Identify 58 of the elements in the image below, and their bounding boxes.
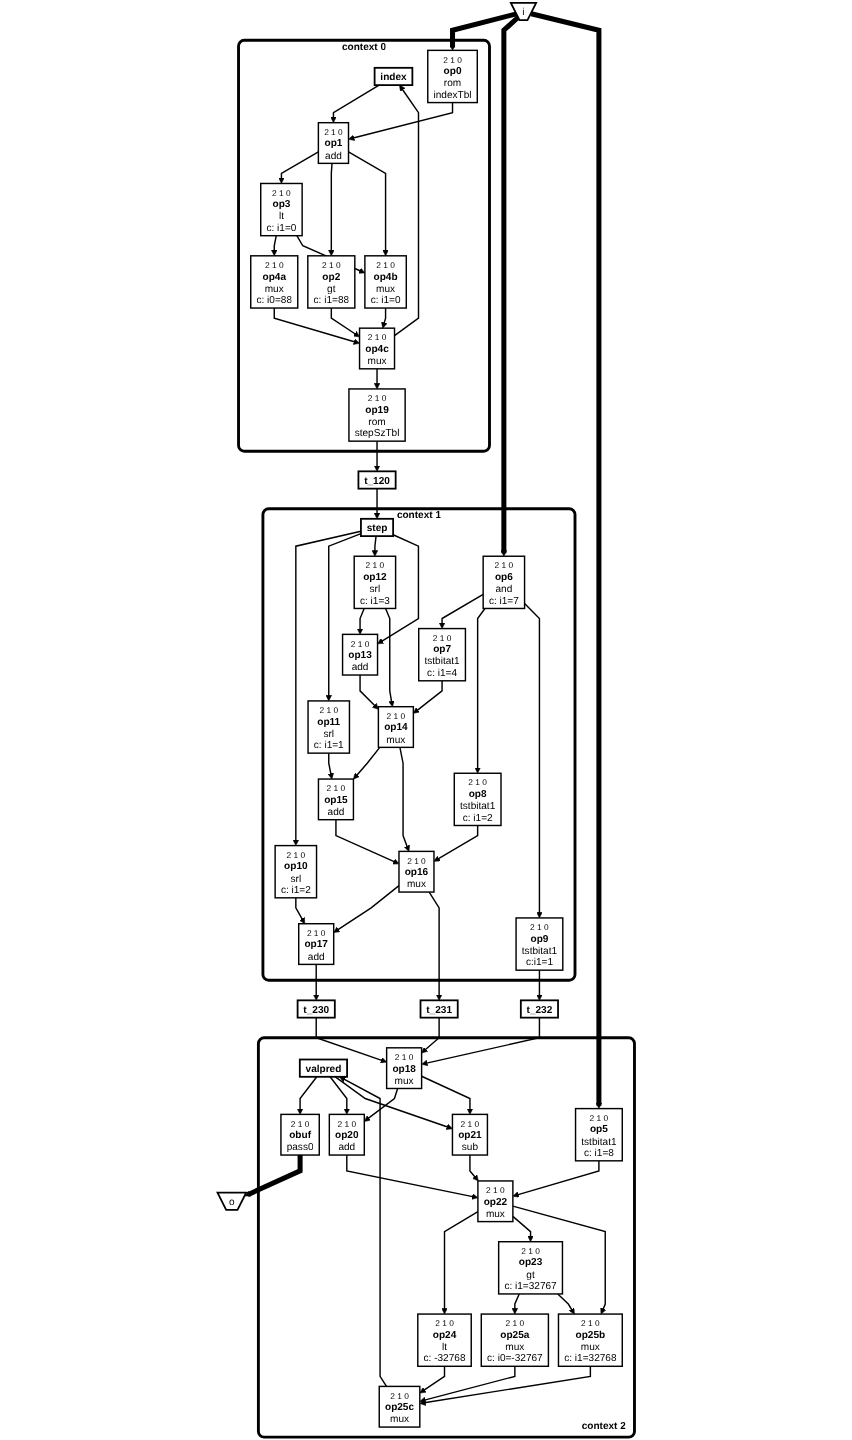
arrow: [419, 1365, 516, 1403]
arrow: [353, 746, 381, 780]
arrow: [273, 307, 360, 345]
arrow: [329, 1076, 350, 1115]
arrow: [512, 1160, 600, 1198]
arrow: [339, 1076, 388, 1388]
arrow: [335, 819, 400, 865]
arrow: [536, 969, 543, 1001]
arrow: [364, 1087, 399, 1122]
arrow: [373, 487, 381, 520]
arrow: [384, 607, 395, 707]
arrow: [421, 1016, 440, 1054]
arrow: [278, 151, 320, 184]
arrow: [474, 607, 486, 774]
arrow: [327, 752, 334, 780]
arrow: [511, 1293, 520, 1315]
arrow: [295, 897, 306, 924]
arrow: [512, 1215, 534, 1242]
arrow: [449, 11, 518, 51]
arrow: [373, 440, 381, 472]
arrow: [296, 1076, 318, 1115]
arrow: [557, 1293, 575, 1315]
arrow: [421, 1016, 541, 1067]
arrow: [334, 1076, 453, 1130]
arrow: [420, 1075, 474, 1115]
arrow: [330, 84, 380, 123]
arrow: [441, 1211, 479, 1315]
arrow: [428, 891, 443, 1001]
arrow: [413, 680, 443, 714]
arrow: [371, 535, 379, 557]
arrow: [433, 824, 479, 862]
arrow: [346, 1154, 479, 1200]
arrow: [469, 1154, 479, 1182]
arrow: [381, 307, 388, 329]
arrow: [419, 1365, 446, 1394]
arrow: [328, 162, 335, 257]
arrow: [313, 963, 320, 1001]
arrow: [271, 235, 278, 257]
arrow: [359, 674, 379, 710]
arrow: [419, 1365, 592, 1406]
arrow: [347, 151, 389, 257]
arrow: [244, 1155, 303, 1197]
arrow: [393, 84, 420, 337]
arrow: [325, 533, 362, 702]
arrow: [330, 307, 360, 338]
arrow: [292, 530, 362, 846]
arrow: [530, 11, 603, 1109]
arrow: [373, 368, 381, 390]
arrow: [500, 15, 520, 557]
arrow: [348, 101, 454, 141]
arrow: [399, 746, 410, 852]
arrow: [523, 602, 543, 919]
arrow: [315, 1016, 387, 1064]
arrow: [377, 534, 420, 645]
arrow: [333, 884, 400, 933]
arrow: [356, 607, 365, 635]
arrow: [512, 1205, 607, 1315]
arrow: [438, 593, 484, 629]
